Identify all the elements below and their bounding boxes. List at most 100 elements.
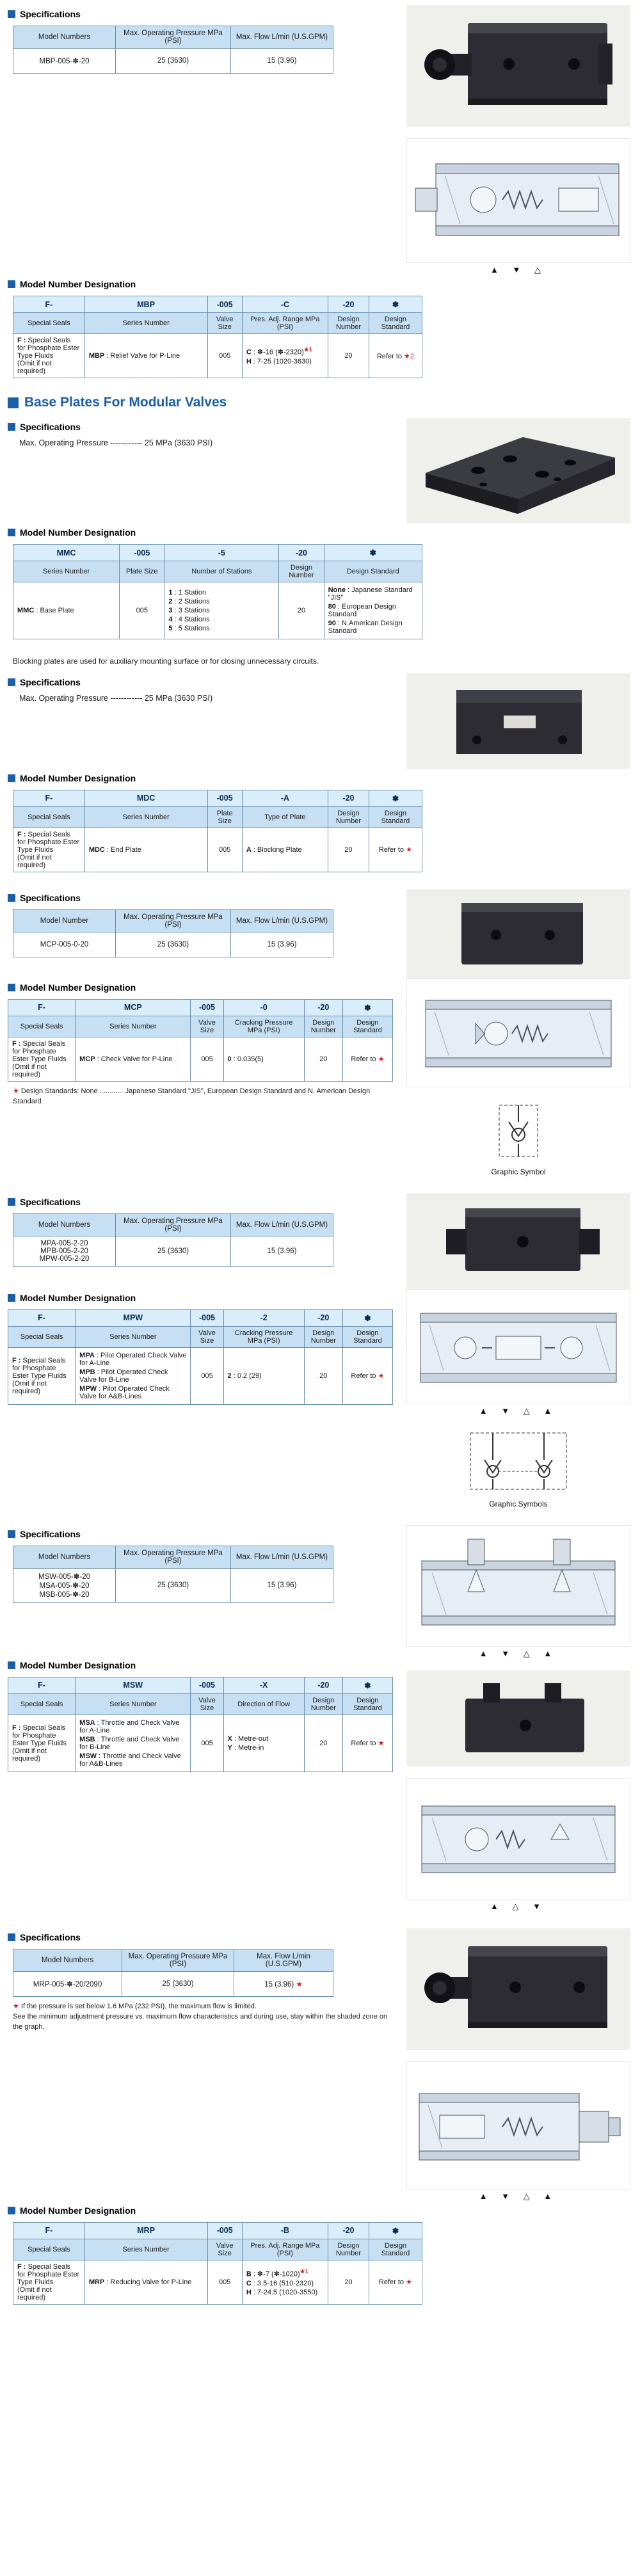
section-bullet-icon	[8, 397, 19, 408]
seals-note: (Omit if not required)	[17, 360, 52, 375]
column-header-model: Model Numbers	[13, 26, 116, 49]
series-line: MPA : Pilot Operated Check Valve for A-L…	[79, 1352, 186, 1367]
column-header-pressure: Max. Operating Pressure MPa (PSI)	[115, 1213, 231, 1236]
refer-text: Refer to	[376, 352, 404, 360]
option-text: : 0.035(5)	[231, 1055, 264, 1063]
column-header-series-number: Series Number	[75, 1015, 191, 1037]
series-line: MSW : Throttle and Check Valve for A&B-L…	[79, 1752, 186, 1768]
option-text: : 0.2 (29)	[231, 1372, 262, 1380]
series-text: : Pilot Operated Check Valve for A-Line	[79, 1351, 187, 1367]
specifications-header: Specifications	[8, 893, 393, 903]
seals-text: Special Seals for Phosphate Ester Type F…	[12, 1724, 67, 1747]
seals-code: F :	[17, 2262, 26, 2271]
seals-code: F :	[17, 830, 26, 838]
model-number-line: MPW-005-2-20	[39, 1254, 90, 1263]
column-header-series-number: Series Number	[84, 312, 208, 334]
seals-code: F :	[12, 1724, 21, 1732]
column-header-series-number: Series Number	[84, 806, 208, 828]
section-bullet-icon	[8, 280, 15, 288]
column-header-design-number: Design Number	[328, 2238, 369, 2260]
column-header-special-seals: Special Seals	[7, 1015, 76, 1037]
seals-code: F :	[17, 337, 26, 344]
standard-line: 80 : European Design Standard	[328, 603, 418, 618]
column-header-design-number: Design Number	[303, 1015, 343, 1037]
design-standard-cell: Refer to ★	[342, 1036, 394, 1082]
pressure-cell: 25 (3630)	[115, 931, 231, 957]
mpw-spec-table: Model Numbers Max. Operating Pressure MP…	[13, 1213, 333, 1267]
catalog-page: Specifications Model Numbers Max. Operat…	[7, 5, 632, 2305]
column-header-valve-size: Valve Size	[190, 1693, 224, 1715]
code-cell-star: ✽	[342, 1309, 394, 1327]
series-number-cell: MRP : Reducing Valve for P-Line	[84, 2259, 208, 2305]
pres-adj-cell: C : ✽-16 (✽-2320)★1 H : 7-25 (1020-3630)	[241, 333, 329, 378]
standard-code: 90	[328, 620, 336, 627]
column-header-special-seals: Special Seals	[13, 806, 85, 828]
option-line: 5 : 5 Stations	[168, 625, 275, 632]
column-header-series-number: Series Number	[75, 1325, 191, 1348]
special-seals-cell: F : Special Seals for Phosphate Ester Ty…	[13, 333, 85, 378]
pressure-cell: 25 (3630)	[115, 48, 231, 74]
code-cell: -5	[164, 544, 280, 561]
series-number-cell: MPA : Pilot Operated Check Valve for A-L…	[75, 1347, 191, 1405]
plate-size-cell: 005	[119, 582, 165, 639]
specifications-header: Specifications	[8, 1932, 393, 1942]
model-number-cell: MRP-005-✽-20/2090	[13, 1971, 122, 1997]
table-row: MCP-005-0-20 25 (3630) 15 (3.96)	[13, 931, 333, 957]
code-cell-star: ✽	[323, 544, 423, 561]
option-text: : 7-24.5 (1020-3550)	[251, 2288, 318, 2296]
option-line: H : 7-25 (1020-3630)	[246, 358, 324, 365]
series-line: MBP : Relief Valve for P-Line	[89, 352, 204, 360]
column-header-design-standard: Design Standard	[342, 1325, 394, 1348]
option-code: 0	[227, 1055, 232, 1063]
pilot-check-graphic-symbols	[470, 1432, 567, 1490]
design-number-cell: 20	[303, 1347, 343, 1405]
refer-text: Refer to	[351, 1372, 378, 1380]
model-number-cell: MPA-005-2-20 MPB-005-2-20 MPW-005-2-20	[13, 1235, 116, 1267]
code-cell: F-	[7, 1309, 76, 1327]
designation-header: Model Number Designation	[8, 1660, 393, 1670]
series-line: MPW : Pilot Operated Check Valve for A&B…	[79, 1385, 186, 1400]
mbp-spec-table: Model Numbers Max. Operating Pressure MP…	[13, 26, 333, 74]
series-code: MCP	[79, 1055, 95, 1063]
table-row: MSW-005-✽-20 MSA-005-✽-20 MSB-005-✽-20 2…	[13, 1567, 333, 1603]
code-cell: F-	[7, 1676, 76, 1694]
section-bullet-icon	[8, 983, 15, 991]
column-header-special-seals: Special Seals	[7, 1325, 76, 1348]
series-line: MDC : End Plate	[89, 846, 204, 854]
option-code: Y	[227, 1743, 232, 1752]
model-number-cell: MSW-005-✽-20 MSA-005-✽-20 MSB-005-✽-20	[13, 1567, 116, 1603]
special-seals-cell: F : Special Seals for Phosphate Ester Ty…	[7, 1714, 76, 1772]
option-line: 2 : 0.2 (29)	[228, 1372, 300, 1380]
flow-direction-arrows: ▲ ▼ △ ▲	[479, 1405, 558, 1416]
option-code: H	[246, 357, 252, 365]
designation-header: Model Number Designation	[8, 982, 393, 993]
code-cell: -005	[119, 544, 165, 561]
special-seals-cell: F : Special Seals for Phosphate Ester Ty…	[7, 1036, 76, 1082]
option-text: : ✽-16 (✽-2320)	[251, 348, 304, 356]
msw-product-photo	[406, 1670, 630, 1766]
section-pilot-operated-check-valves: Specifications Model Numbers Max. Operat…	[7, 1192, 632, 1508]
option-code: 2	[168, 598, 173, 605]
valve-size-cell: 005	[190, 1347, 224, 1405]
designation-header: Model Number Designation	[8, 1293, 393, 1303]
refer-text: Refer to	[351, 1055, 378, 1064]
mpw-product-photo	[406, 1192, 630, 1289]
series-code: MBP	[88, 352, 105, 360]
code-cell: -2	[223, 1309, 305, 1327]
seals-note: (Omit if not required)	[12, 1062, 47, 1078]
option-code: C	[246, 2279, 252, 2287]
cracking-pressure-cell: 0 : 0.035(5)	[223, 1036, 305, 1082]
section-bullet-icon	[8, 1933, 15, 1941]
msw-cross-section-bottom-block: ▲ △ ▼	[406, 1777, 630, 1912]
section-mrp-reducing-valve: Specifications Model Numbers Max. Operat…	[8, 1928, 632, 2305]
option-marker: ★1	[303, 346, 312, 353]
section-title: Model Number Designation	[20, 527, 136, 538]
stations-cell: 1 : 1 Station 2 : 2 Stations 3 : 3 Stati…	[164, 582, 280, 639]
mrp-product-photo	[406, 1928, 630, 2050]
pressure-cell: 25 (3630)	[115, 1235, 231, 1267]
pres-adj-cell: B : ✽-7 (✽-1020)★1 C : 3.5-16 (510-2320)…	[241, 2259, 329, 2305]
seals-note: (Omit if not required)	[17, 2285, 52, 2301]
section-bullet-icon	[8, 1530, 15, 1538]
series-code: MMC	[17, 607, 35, 614]
valve-size-cell: 005	[190, 1036, 224, 1082]
